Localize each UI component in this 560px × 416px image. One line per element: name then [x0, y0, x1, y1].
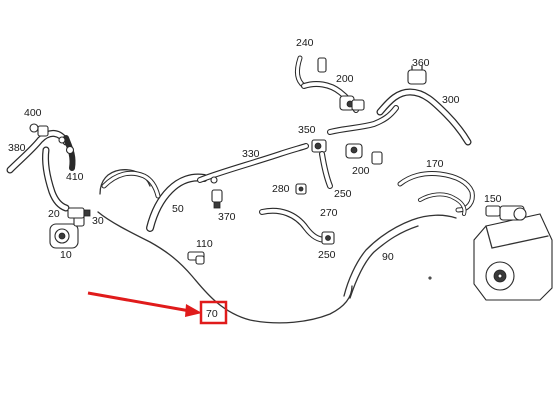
line-90 — [343, 214, 457, 297]
line-90-b — [349, 225, 419, 299]
callout-200: 200 — [336, 73, 354, 85]
callout-370: 370 — [218, 211, 236, 223]
callout-410: 410 — [66, 171, 84, 183]
line-70 — [97, 211, 353, 324]
pump-tank — [485, 261, 515, 291]
callout-150: 150 — [484, 193, 502, 205]
part-110 — [187, 251, 205, 265]
callout-400: 400 — [24, 107, 42, 119]
callout-270: 270 — [320, 207, 338, 219]
callout-380: 380 — [8, 142, 26, 154]
callout-90: 90 — [382, 251, 394, 263]
callout-330: 330 — [242, 148, 260, 160]
highlight-70: 70 — [87, 291, 228, 325]
part-250-lower — [321, 231, 335, 245]
red-highlight-box — [199, 300, 228, 325]
valve-200-top — [339, 95, 365, 111]
part-360 — [407, 65, 427, 85]
coolant-tank — [428, 205, 553, 301]
callout-110: 110 — [196, 238, 213, 250]
red-arrow-head — [185, 304, 202, 317]
callout-300: 300 — [442, 94, 460, 106]
callout-70: 70 — [206, 308, 218, 320]
clip-330 — [210, 176, 218, 184]
callout-170: 170 — [426, 158, 444, 170]
connector-20-30 — [67, 207, 91, 219]
callout-10: 10 — [60, 249, 72, 261]
valve-200-mid — [345, 143, 383, 165]
callout-240: 240 — [296, 37, 314, 49]
part-350 — [311, 139, 327, 153]
callout-250: 250 — [334, 188, 352, 200]
callout-250: 250 — [318, 249, 336, 261]
clamp-240 — [317, 57, 327, 73]
clamp-400 — [37, 125, 49, 137]
callout-280: 280 — [272, 183, 290, 195]
part-150 — [485, 205, 501, 217]
callout-200: 200 — [352, 165, 370, 177]
part-370 — [211, 189, 223, 209]
red-arrow-line — [87, 291, 191, 313]
callout-30: 30 — [92, 215, 104, 227]
callout-360: 360 — [412, 57, 430, 69]
callout-50: 50 — [172, 203, 184, 215]
part-400 — [29, 123, 39, 133]
part-280 — [295, 183, 307, 195]
callout-20: 20 — [48, 208, 60, 220]
callout-350: 350 — [298, 124, 316, 136]
